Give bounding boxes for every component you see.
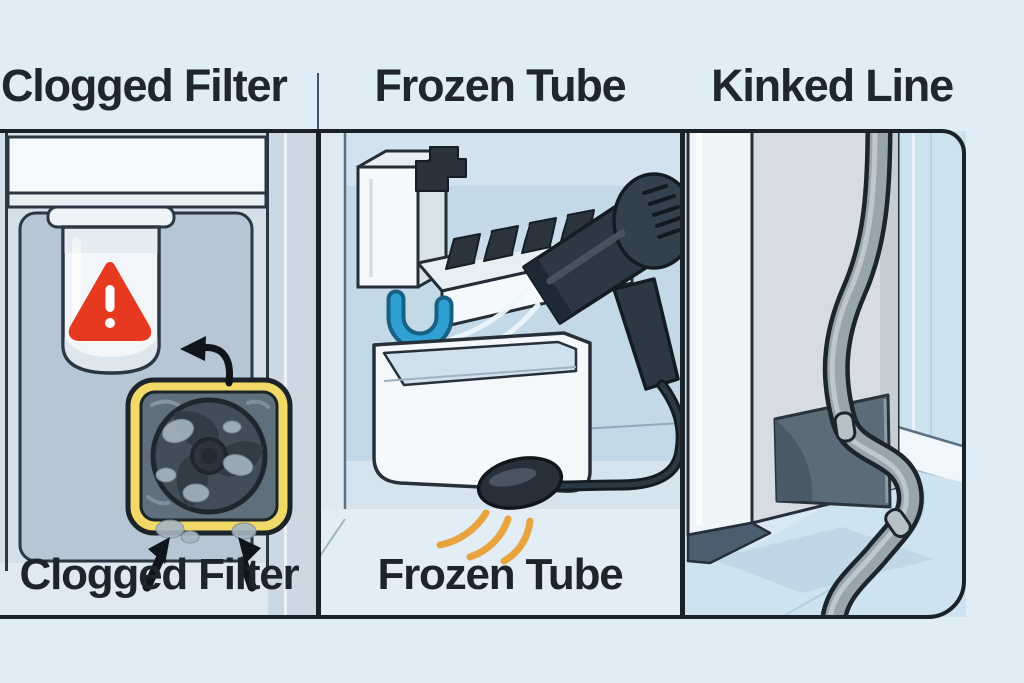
comb-gaps <box>475 217 567 261</box>
panel-title-frozen-tube: Frozen Tube <box>374 60 627 111</box>
ice-bin <box>372 331 592 493</box>
ice-maker-bracket <box>415 146 467 192</box>
panel-title-kinked-line: Kinked Line <box>711 60 954 111</box>
clogged-filter-illustration <box>0 131 318 617</box>
hose-coupling <box>833 411 857 443</box>
dryer-vents <box>642 184 682 239</box>
panel-title-clogged-filter: Clogged Filter <box>1 60 288 111</box>
frozen-tube-illustration <box>318 131 682 617</box>
hair-dryer <box>522 172 682 492</box>
panel-caption-clogged-filter: Clogged Filter <box>19 550 300 599</box>
panel-divider-2 <box>680 131 685 617</box>
clogged-fan-filter <box>125 377 293 544</box>
up-arrow-icon <box>142 537 261 592</box>
thaw-nozzle <box>476 456 564 510</box>
dust-debris <box>155 418 257 544</box>
panel-divider-1 <box>316 131 321 617</box>
title-divider <box>317 73 319 129</box>
warning-triangle-icon <box>68 262 152 341</box>
kinked-line-illustration <box>682 131 966 617</box>
heat-lines-icon <box>436 509 534 565</box>
kinked-water-line <box>820 131 924 617</box>
panel-caption-frozen-tube: Frozen Tube <box>377 550 623 599</box>
fridge-base <box>686 521 772 565</box>
hose-coupling <box>884 508 912 538</box>
curved-arrow-icon <box>180 336 234 387</box>
